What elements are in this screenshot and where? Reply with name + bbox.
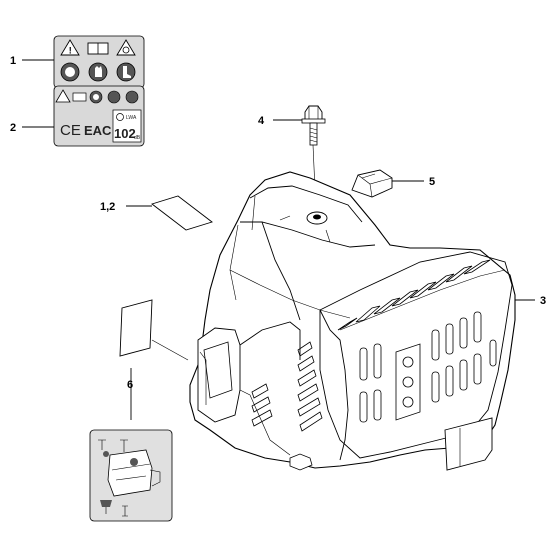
gloves-icon: [88, 62, 108, 82]
sticker-strip: [151, 195, 213, 231]
label-6-sticker: [119, 299, 153, 357]
rubber-pad-part: [351, 169, 393, 198]
callout-6: 6: [127, 379, 133, 391]
flying-debris-icon: [116, 39, 136, 56]
callout-4: 4: [258, 115, 265, 127]
svg-text:!: !: [69, 46, 72, 56]
eac-mark: EAC: [84, 123, 112, 138]
decal-2: CE EAC LWA 102 dB: [53, 85, 145, 147]
cylinder-cover: [189, 171, 516, 471]
carburetor-label: [89, 429, 173, 522]
decal-1: !: [53, 35, 145, 89]
cover-vents-top: [337, 259, 491, 331]
cover-vents-front: [359, 311, 497, 423]
sound-level-value: 102: [114, 126, 136, 141]
callout-2: 2: [10, 122, 16, 134]
callout-1: 1: [10, 55, 16, 67]
helmet-protection-icon: [60, 62, 80, 82]
warning-triangle-icon: !: [60, 39, 80, 56]
lwa-label: LWA: [126, 115, 137, 121]
cover-vents-side: [251, 341, 323, 432]
sound-level-unit: dB: [134, 135, 141, 141]
callout-3: 3: [540, 295, 546, 307]
manual-book-icon: [87, 42, 109, 55]
callout-1-2: 1,2: [100, 201, 115, 213]
ce-mark: CE: [60, 122, 81, 139]
callout-5: 5: [429, 176, 435, 188]
boots-icon: [116, 62, 136, 82]
screw-part: [301, 105, 326, 146]
